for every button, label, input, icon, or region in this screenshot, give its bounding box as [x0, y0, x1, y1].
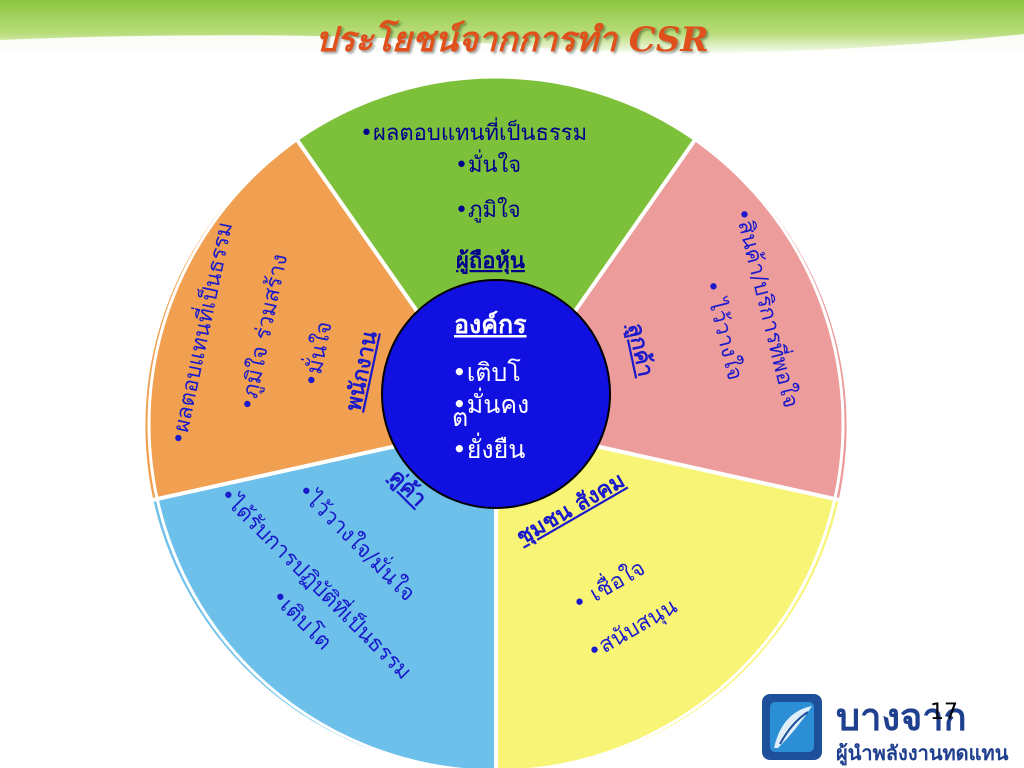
bangchak-logo: บางจาก ผู้นำพลังงานทดแทน	[762, 694, 1009, 767]
shareholders-item: •มั่นใจ	[455, 149, 521, 178]
logo-name: บางจาก	[836, 695, 967, 739]
center-item: •ยั่งยืน	[452, 432, 525, 464]
logo-tagline: ผู้นำพลังงานทดแทน	[836, 741, 1009, 767]
center-item: •มั่นคง	[452, 387, 529, 419]
page-title: ประโยชน์จากการทำ CSR	[315, 20, 709, 60]
shareholders-item: •ผลตอบแทนที่เป็นธรรม	[360, 117, 587, 146]
center-item: ต	[452, 403, 468, 432]
top-banner	[0, 0, 1024, 56]
segment-partners	[153, 424, 496, 768]
center-item: •เติบโ	[452, 358, 521, 387]
center-circle	[381, 279, 611, 509]
segment-community	[496, 424, 839, 768]
shareholders-item: •ภูมิใจ	[455, 197, 521, 223]
page-number: 17	[930, 700, 958, 725]
segment-shareholders	[296, 76, 696, 424]
center-heading: องค์กร	[454, 310, 527, 339]
shareholders-label: ผู้ถือหุ้น	[456, 248, 525, 275]
leaf-icon	[779, 711, 809, 745]
